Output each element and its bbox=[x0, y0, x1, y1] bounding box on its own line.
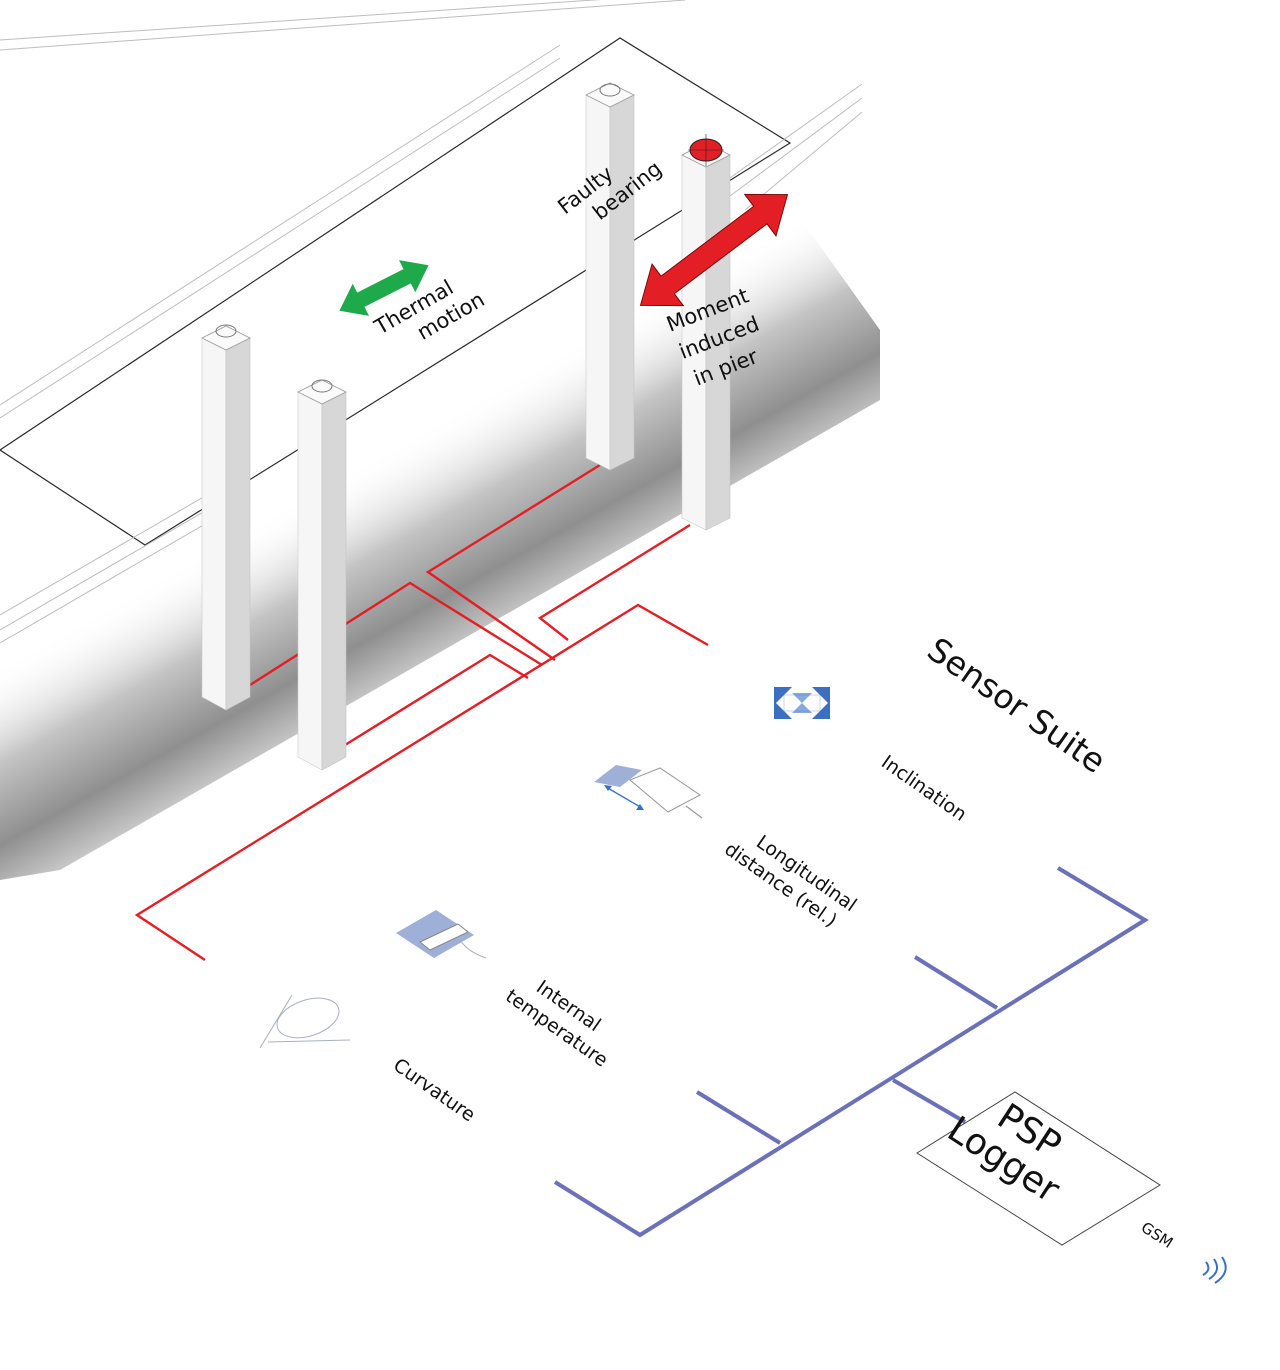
sensor-suite-title: Sensor Suite bbox=[920, 630, 1113, 781]
label-inclination: Inclination bbox=[877, 751, 970, 826]
faulty-bearing-marker bbox=[688, 134, 724, 166]
label-gsm: GSM bbox=[1138, 1218, 1176, 1252]
ground-shadow bbox=[0, 190, 880, 880]
label-longitudinal-distance: Longitudinal distance (rel.) bbox=[720, 818, 865, 939]
pier-3 bbox=[585, 82, 635, 471]
pier-2 bbox=[297, 379, 347, 771]
curvature-sensor-icon bbox=[259, 994, 351, 1049]
moment-arrow bbox=[639, 193, 789, 307]
label-curvature: Curvature bbox=[389, 1054, 479, 1126]
blue-cable-network bbox=[553, 866, 1149, 1238]
displacement-sensor-icon bbox=[594, 765, 703, 819]
label-internal-temperature: Internal temperature bbox=[501, 965, 626, 1072]
thermal-motion-arrow bbox=[339, 260, 429, 316]
pier-1 bbox=[201, 324, 251, 711]
inclination-sensor-icon bbox=[774, 687, 830, 719]
wireless-signal-icon bbox=[1202, 1256, 1227, 1284]
bridge-deck bbox=[0, 37, 792, 546]
temperature-sensor-icon bbox=[396, 910, 487, 959]
psp-logger-box bbox=[916, 1091, 1161, 1246]
